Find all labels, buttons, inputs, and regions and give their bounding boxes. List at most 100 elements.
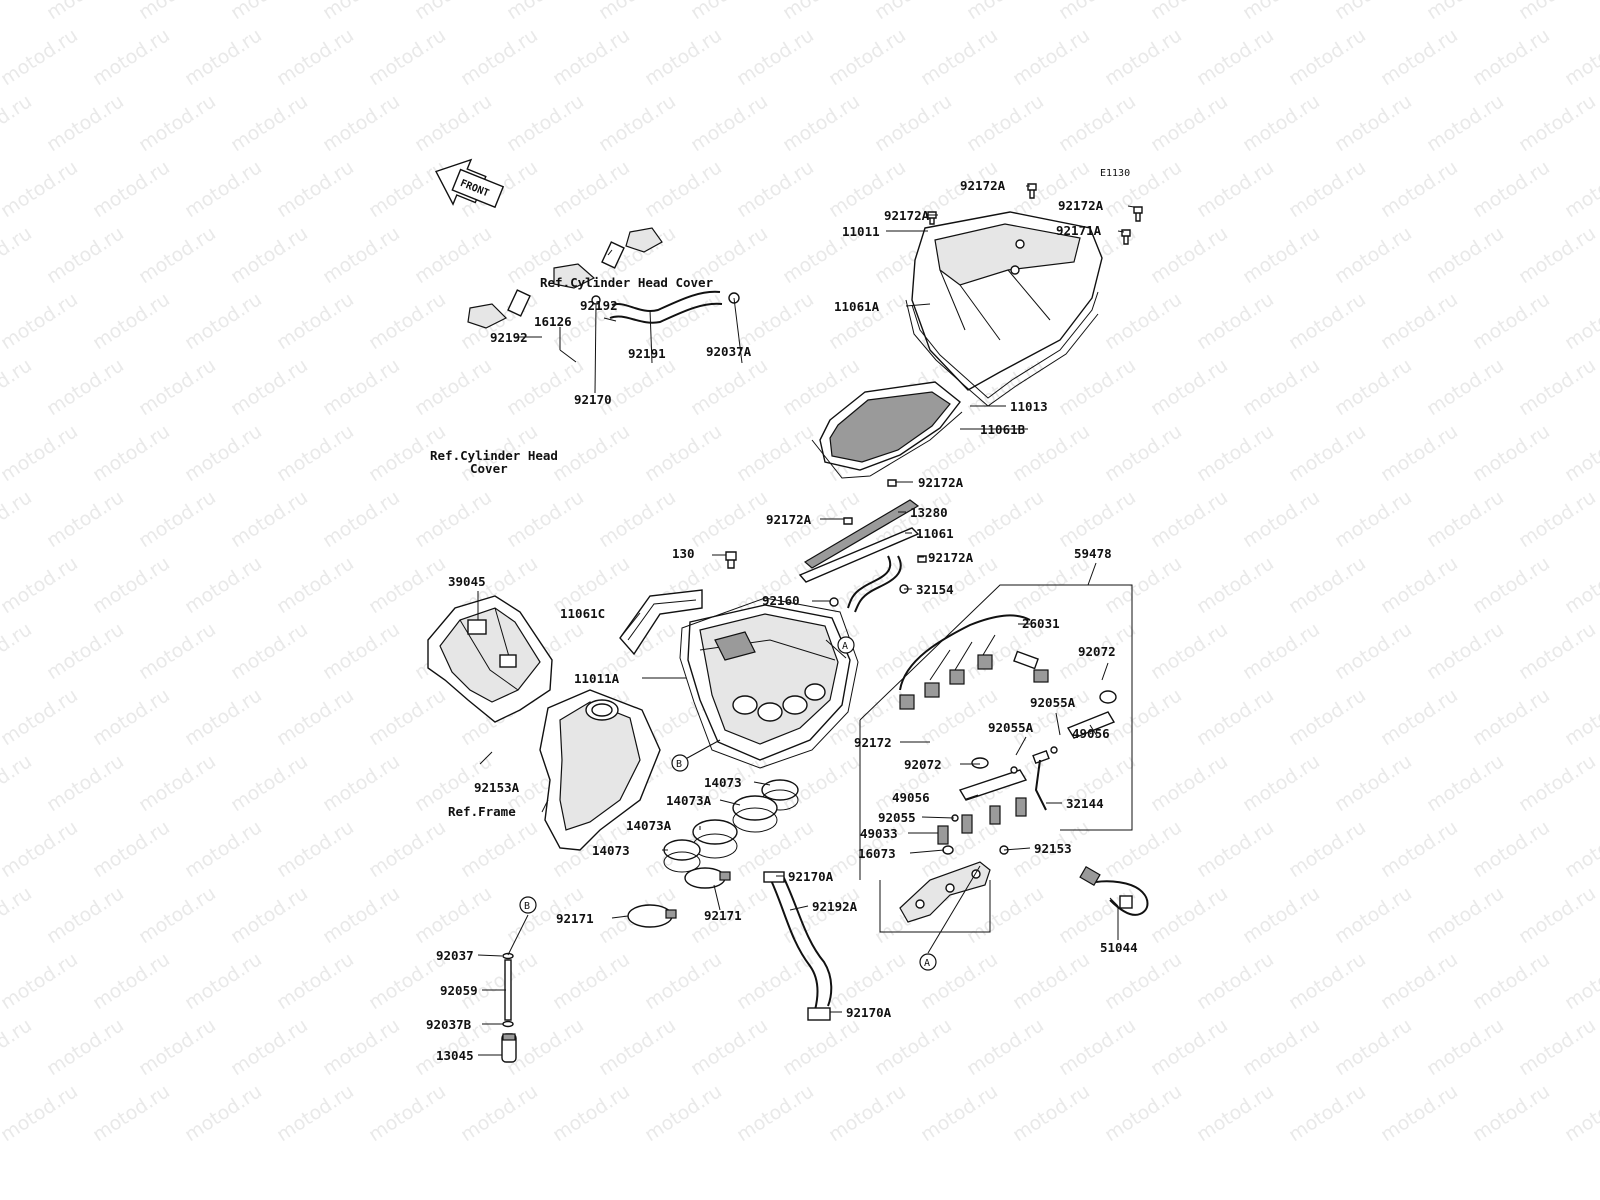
svg-text:A: A — [924, 958, 930, 969]
watermark-text: motod.ru — [641, 420, 726, 486]
watermark-text: motod.ru — [687, 354, 772, 420]
watermark-text: motod.ru — [181, 948, 266, 1014]
watermark-text: motod.ru — [457, 1080, 542, 1146]
watermark-text: motod.ru — [1285, 684, 1370, 750]
watermark-text: motod.ru — [0, 1014, 36, 1080]
watermark-text: motod.ru — [319, 882, 404, 948]
leader-lines — [477, 185, 1135, 1056]
svg-text:39045: 39045 — [448, 574, 486, 589]
drain-plug-assembly — [501, 952, 517, 1063]
watermark-text: motod.ru — [89, 24, 174, 90]
watermark-text: motod.ru — [687, 1014, 772, 1080]
svg-text:92192A: 92192A — [812, 899, 858, 914]
watermark-text: motod.ru — [411, 882, 496, 948]
front-arrow-icon: FRONT — [435, 158, 505, 209]
svg-text:92172A: 92172A — [960, 178, 1006, 193]
svg-text:14073A: 14073A — [626, 818, 672, 833]
watermark-text: motod.ru — [1377, 156, 1462, 222]
watermark-text: motod.ru — [227, 882, 312, 948]
watermark-text: motod.ru — [227, 354, 312, 420]
watermark-text: motod.ru — [0, 618, 36, 684]
svg-text:32144: 32144 — [1066, 796, 1104, 811]
watermark-text: motod.ru — [135, 486, 220, 552]
watermark-text: motod.ru — [43, 882, 128, 948]
watermark-text: motod.ru — [0, 552, 82, 618]
watermark-text: motod.ru — [43, 222, 128, 288]
watermark-text: motod.ru — [1009, 24, 1094, 90]
watermark-text: motod.ru — [1561, 288, 1600, 354]
svg-text:B: B — [676, 759, 682, 770]
diagram-code: E1130 — [1100, 168, 1130, 179]
watermark-text: motod.ru — [457, 24, 542, 90]
watermark-text: motod.ru — [1423, 486, 1508, 552]
svg-text:11061A: 11061A — [834, 299, 880, 314]
svg-text:92172: 92172 — [854, 735, 892, 750]
watermark-text: motod.ru — [1515, 0, 1600, 24]
watermark-text: motod.ru — [1469, 288, 1554, 354]
svg-text:16126: 16126 — [534, 314, 572, 329]
watermark-text: motod.ru — [227, 486, 312, 552]
watermark-text: motod.ru — [0, 0, 36, 24]
watermark-text: motod.ru — [181, 420, 266, 486]
watermark-text: motod.ru — [871, 618, 956, 684]
watermark-text: motod.ru — [871, 0, 956, 24]
watermark-text: motod.ru — [1377, 552, 1462, 618]
watermark-text: motod.ru — [89, 288, 174, 354]
watermark-text: motod.ru — [687, 90, 772, 156]
svg-text:13045: 13045 — [436, 1048, 474, 1063]
watermark-text: motod.ru — [43, 1014, 128, 1080]
drain-hose — [763, 871, 833, 1021]
watermark-text: motod.ru — [0, 24, 82, 90]
watermark-text: motod.ru — [1423, 222, 1508, 288]
watermark-text: motod.ru — [89, 684, 174, 750]
watermark-text: motod.ru — [319, 1014, 404, 1080]
watermark-text: motod.ru — [1193, 684, 1278, 750]
watermark-text: motod.ru — [365, 156, 450, 222]
watermark-text: motod.ru — [1377, 288, 1462, 354]
svg-text:92192: 92192 — [580, 298, 618, 313]
watermark-text: motod.ru — [779, 882, 864, 948]
watermark-text: motod.ru — [365, 684, 450, 750]
air-cleaner-housing — [687, 604, 851, 761]
watermark-text: motod.ru — [1193, 156, 1278, 222]
watermark-text: motod.ru — [1331, 354, 1416, 420]
svg-text:92153A: 92153A — [474, 780, 520, 795]
watermark-text: motod.ru — [1515, 222, 1600, 288]
watermark-text: motod.ru — [687, 486, 772, 552]
watermark-text: motod.ru — [0, 948, 82, 1014]
watermark-text: motod.ru — [1101, 24, 1186, 90]
svg-text:49033: 49033 — [860, 826, 898, 841]
svg-text:92172A: 92172A — [928, 550, 974, 565]
watermark-text: motod.ru — [1561, 24, 1600, 90]
watermark-text: motod.ru — [273, 816, 358, 882]
watermark-text: motod.ru — [135, 1014, 220, 1080]
watermark-text: motod.ru — [1331, 486, 1416, 552]
ref-cylinder-head-cover-top: Ref.Cylinder Head Cover — [540, 275, 714, 290]
watermark-text: motod.ru — [825, 24, 910, 90]
watermark-text: motod.ru — [1561, 156, 1600, 222]
watermark-text: motod.ru — [1561, 948, 1600, 1014]
watermark-text: motod.ru — [227, 1014, 312, 1080]
watermark-text: motod.ru — [181, 1080, 266, 1146]
svg-text:92172A: 92172A — [884, 208, 930, 223]
watermark-text: motod.ru — [411, 354, 496, 420]
marker-b-housing: B — [671, 754, 689, 772]
watermark-text: motod.ru — [503, 90, 588, 156]
frame-ref — [539, 689, 661, 851]
watermark-text: motod.ru — [135, 354, 220, 420]
svg-text:11011: 11011 — [842, 224, 880, 239]
plate-13280 — [798, 499, 920, 583]
watermark-text: motod.ru — [43, 90, 128, 156]
svg-text:92072: 92072 — [1078, 644, 1116, 659]
watermark-text: motod.ru — [1147, 618, 1232, 684]
watermark-text: motod.ru — [365, 24, 450, 90]
watermark-text: motod.ru — [43, 618, 128, 684]
watermark-text: motod.ru — [1561, 1080, 1600, 1146]
svg-text:92170: 92170 — [574, 392, 612, 407]
watermark-text: motod.ru — [503, 0, 588, 24]
intake-duct-rings — [627, 779, 799, 928]
svg-text:32154: 32154 — [916, 582, 954, 597]
watermark-text: motod.ru — [181, 816, 266, 882]
watermark-text: motod.ru — [273, 420, 358, 486]
